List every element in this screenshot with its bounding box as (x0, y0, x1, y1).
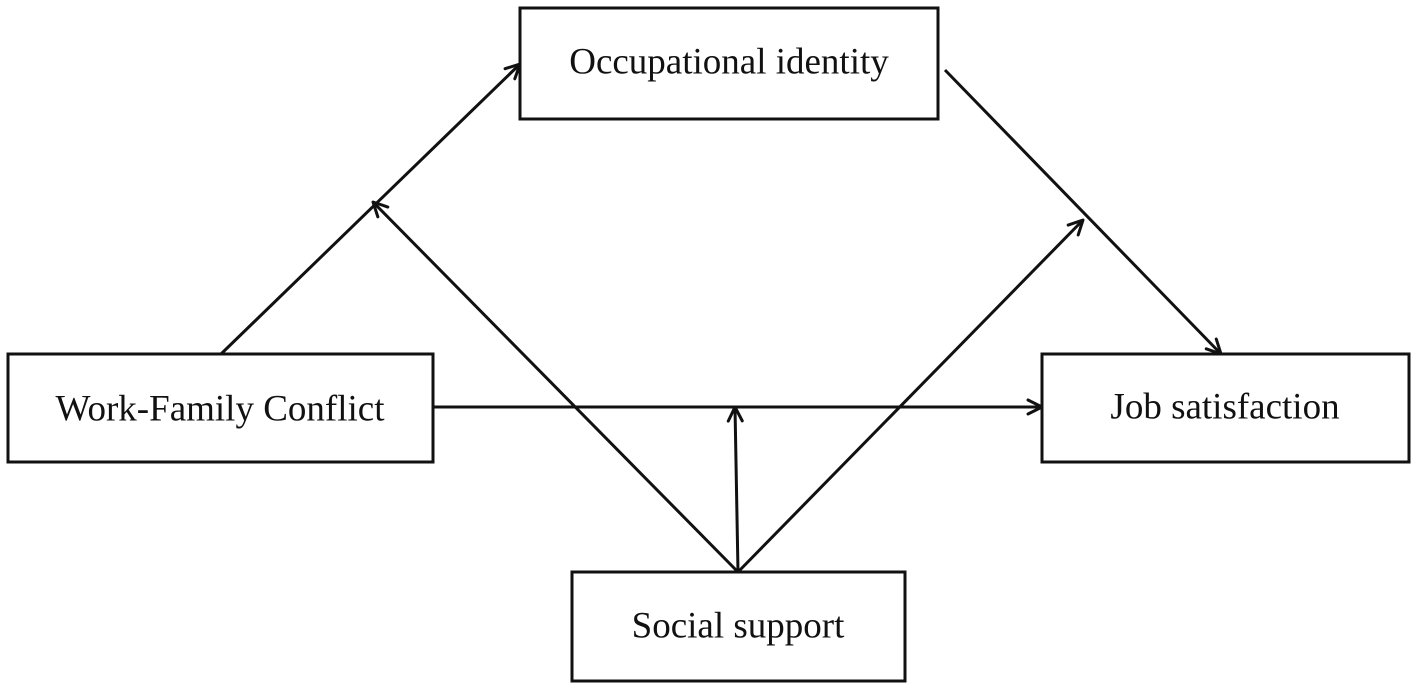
edge-identity-to-satisfaction (943, 68, 1223, 356)
node-occupational-identity-label: Occupational identity (569, 42, 889, 83)
node-job-satisfaction: Job satisfaction (1040, 352, 1411, 464)
edge-support-to-path-a (371, 200, 740, 574)
edge-support-to-path-b (736, 218, 1085, 574)
node-job-satisfaction-label: Job satisfaction (1110, 387, 1339, 428)
node-work-family-conflict-label: Work-Family Conflict (56, 389, 386, 430)
edge-support-to-direct-path (726, 405, 744, 573)
node-occupational-identity: Occupational identity (518, 6, 940, 121)
node-social-support-label: Social support (632, 606, 845, 647)
node-work-family-conflict: Work-Family Conflict (6, 352, 435, 464)
edge-conflict-to-identity (219, 62, 522, 356)
node-social-support: Social support (570, 570, 907, 683)
